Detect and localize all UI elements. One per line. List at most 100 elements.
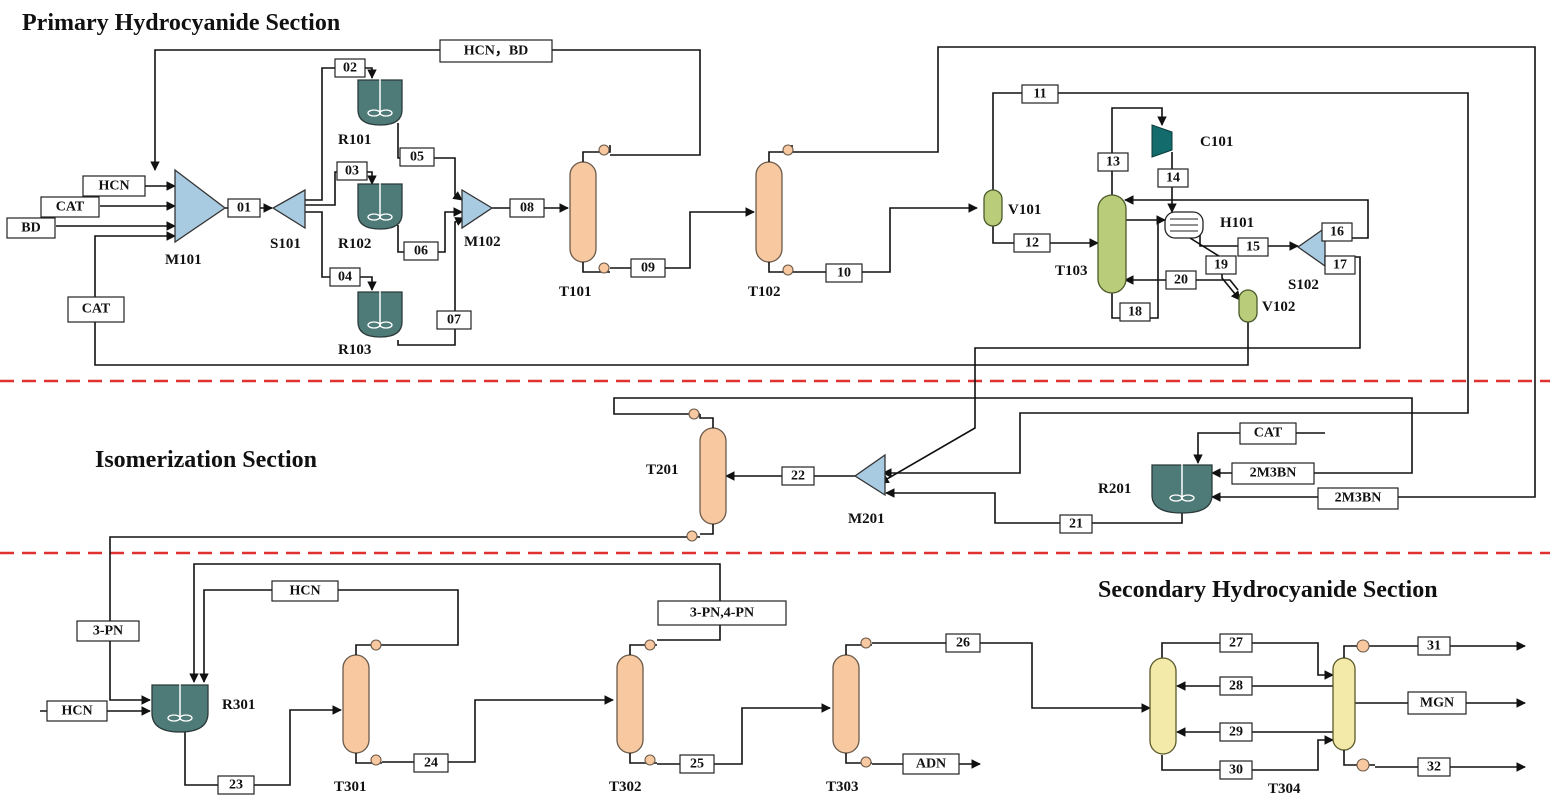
svg-text:16: 16 [1330, 225, 1344, 240]
svg-text:02: 02 [343, 61, 357, 76]
reactor-R201 [1151, 458, 1213, 514]
stream-hcn-bd: HCN，BD [439, 39, 553, 63]
svg-text:25: 25 [690, 757, 704, 772]
splitter-S102 [1296, 226, 1326, 268]
stream-03: 03 [336, 161, 368, 181]
stream-22: 22 [781, 466, 815, 486]
svg-text:CAT: CAT [56, 200, 85, 215]
unit-label-R301: R301 [222, 697, 255, 713]
reactor-R103 [357, 287, 403, 338]
svg-text:03: 03 [345, 164, 359, 179]
stream-31: 31 [1417, 636, 1451, 656]
svg-text:17: 17 [1333, 258, 1347, 273]
column-T304a [1149, 657, 1177, 755]
product-adn: ADN [902, 753, 960, 775]
svg-text:12: 12 [1025, 236, 1039, 251]
stream-09: 09 [630, 258, 666, 278]
product-mgn: MGN [1407, 691, 1467, 715]
svg-text:CAT: CAT [1254, 426, 1283, 441]
stream-24: 24 [413, 753, 449, 773]
unit-label-T201: T201 [646, 462, 679, 478]
svg-text:HCN: HCN [61, 704, 92, 719]
stream-2m3bn-1: 2M3BN [1231, 462, 1315, 485]
unit-label-V101: V101 [1008, 202, 1041, 218]
unit-label-M102: M102 [464, 234, 501, 250]
stream-18: 18 [1119, 302, 1151, 322]
column-T103 [1097, 194, 1127, 294]
stream-16: 16 [1321, 222, 1353, 242]
svg-text:08: 08 [520, 201, 534, 216]
feed-cat-1: CAT [40, 196, 100, 218]
svg-text:3-PN: 3-PN [93, 624, 123, 639]
svg-text:27: 27 [1229, 636, 1243, 651]
svg-text:HCN，BD: HCN，BD [464, 44, 529, 59]
feed-cat-2: CAT [1239, 422, 1297, 445]
unit-label-T101: T101 [559, 284, 592, 300]
unit-label-T301: T301 [334, 779, 367, 795]
feed-hcn-2: HCN [46, 700, 108, 722]
mixer-M201 [853, 453, 886, 497]
svg-text:13: 13 [1106, 155, 1120, 170]
stream-11: 11 [1021, 84, 1059, 104]
unit-label-R101: R101 [338, 132, 371, 148]
svg-text:01: 01 [237, 201, 251, 216]
primary-section-lines [56, 46, 1536, 502]
stream-02: 02 [334, 58, 366, 78]
svg-text:HCN: HCN [98, 179, 129, 194]
section-title-secondary: Secondary Hydrocyanide Section [1098, 577, 1438, 603]
svg-text:2M3BN: 2M3BN [1250, 466, 1297, 481]
svg-text:14: 14 [1166, 171, 1180, 186]
unit-label-T302: T302 [609, 779, 642, 795]
svg-text:04: 04 [338, 270, 352, 285]
reactor-R102 [357, 179, 403, 230]
stream-05: 05 [399, 147, 435, 167]
svg-text:11: 11 [1033, 87, 1046, 102]
column-T102 [755, 144, 794, 276]
svg-text:MGN: MGN [1420, 696, 1454, 711]
column-T101 [569, 144, 611, 274]
unit-label-C101: C101 [1200, 134, 1233, 150]
unit-label-R103: R103 [338, 342, 371, 358]
stream-04: 04 [329, 267, 361, 287]
svg-text:22: 22 [791, 469, 805, 484]
unit-label-R201: R201 [1098, 481, 1131, 497]
vessel-V101 [983, 189, 1003, 227]
stream-20: 20 [1165, 270, 1197, 290]
stream-01: 01 [227, 198, 261, 218]
svg-text:CAT: CAT [82, 302, 111, 317]
stream-12: 12 [1013, 233, 1051, 253]
svg-text:HCN: HCN [289, 584, 320, 599]
stream-25: 25 [679, 754, 715, 774]
svg-text:2M3BN: 2M3BN [1335, 491, 1382, 506]
column-T304b [1332, 639, 1375, 772]
stream-10: 10 [825, 263, 863, 283]
svg-text:31: 31 [1427, 639, 1441, 654]
feed-hcn-1: HCN [82, 175, 146, 197]
stream-28: 28 [1219, 676, 1253, 696]
unit-label-T102: T102 [748, 284, 781, 300]
unit-label-M201: M201 [848, 511, 885, 527]
svg-text:05: 05 [410, 150, 424, 165]
svg-text:24: 24 [424, 756, 438, 771]
svg-text:26: 26 [956, 636, 970, 651]
unit-label-V102: V102 [1262, 299, 1295, 315]
svg-text:30: 30 [1229, 763, 1243, 778]
svg-text:28: 28 [1229, 679, 1243, 694]
svg-text:32: 32 [1427, 760, 1441, 775]
section-title-isomerization: Isomerization Section [95, 447, 317, 473]
stream-13: 13 [1097, 152, 1129, 172]
svg-text:10: 10 [837, 266, 851, 281]
svg-text:06: 06 [414, 244, 428, 259]
isomerization-section-lines [109, 397, 1413, 705]
column-T303 [832, 637, 872, 768]
column-T201 [686, 408, 727, 542]
stream-17: 17 [1324, 255, 1356, 275]
stream-30: 30 [1219, 760, 1253, 780]
column-T302 [616, 639, 657, 766]
svg-text:20: 20 [1174, 273, 1188, 288]
svg-text:18: 18 [1128, 305, 1142, 320]
svg-text:19: 19 [1214, 258, 1228, 273]
stream-07: 07 [436, 310, 472, 330]
unit-label-T103: T103 [1055, 263, 1088, 279]
stream-27: 27 [1219, 633, 1253, 653]
